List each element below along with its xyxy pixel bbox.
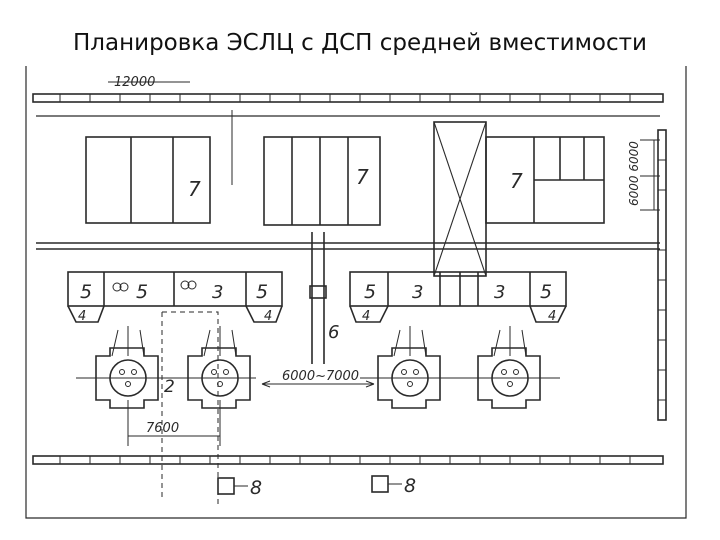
- dim-right-span: 6000 6000: [627, 141, 641, 206]
- label-5-a: 5: [80, 281, 92, 303]
- label-7-c: 7: [510, 169, 523, 193]
- label-2: 2: [164, 377, 175, 397]
- label-3-c: 3: [494, 282, 505, 303]
- right-hopper-1: [349, 305, 389, 323]
- item-8-left: [217, 477, 235, 495]
- right-hopper-2: [529, 305, 567, 323]
- dim-top-span: 12000: [114, 75, 155, 90]
- right-equipment-row: [349, 271, 567, 307]
- bunker-block-2: [263, 136, 381, 226]
- dim-furnace-gap: 6000~7000: [282, 369, 359, 384]
- label-5-b: 5: [136, 281, 148, 303]
- left-hopper-2: [245, 305, 283, 323]
- label-3-a: 3: [212, 282, 223, 303]
- label-3-b: 3: [412, 282, 423, 303]
- label-4-d: 4: [548, 309, 556, 324]
- right-column-rail: [657, 129, 667, 421]
- dim-furnace-pitch: 7600: [146, 421, 179, 436]
- label-5-e: 5: [540, 281, 552, 303]
- left-equipment-row: [67, 271, 283, 307]
- arc-furnace-2: [187, 326, 251, 409]
- label-8-a: 8: [250, 477, 262, 499]
- drawing-frame: [25, 66, 687, 519]
- bunker-block-1: [85, 136, 211, 224]
- label-4-b: 4: [264, 309, 272, 324]
- label-6: 6: [328, 322, 339, 343]
- label-8-b: 8: [404, 475, 416, 497]
- arc-furnace-3: [377, 326, 441, 409]
- top-crane-rail: [32, 93, 664, 103]
- label-4-a: 4: [78, 309, 86, 324]
- left-hopper-1: [67, 305, 105, 323]
- slide-title: Планировка ЭСЛЦ с ДСП средней вместимост…: [73, 30, 647, 56]
- label-7-b: 7: [356, 165, 369, 189]
- arc-furnace-4: [477, 326, 541, 409]
- label-5-d: 5: [364, 281, 376, 303]
- item-8-right: [371, 475, 389, 493]
- bottom-crane-rail: [32, 455, 664, 465]
- label-4-c: 4: [362, 309, 370, 324]
- label-7-a: 7: [188, 177, 201, 201]
- label-5-c: 5: [256, 281, 268, 303]
- arc-furnace-1: [95, 326, 159, 409]
